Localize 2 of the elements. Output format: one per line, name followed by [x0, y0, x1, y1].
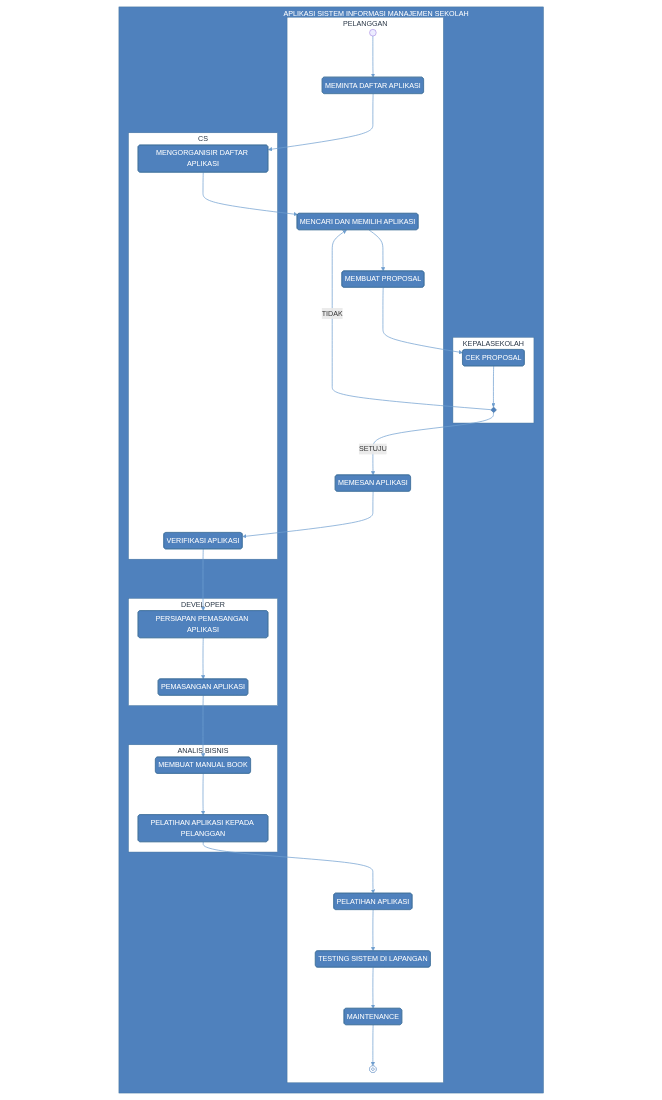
node-diamond	[490, 406, 497, 413]
node-circle	[369, 29, 377, 37]
